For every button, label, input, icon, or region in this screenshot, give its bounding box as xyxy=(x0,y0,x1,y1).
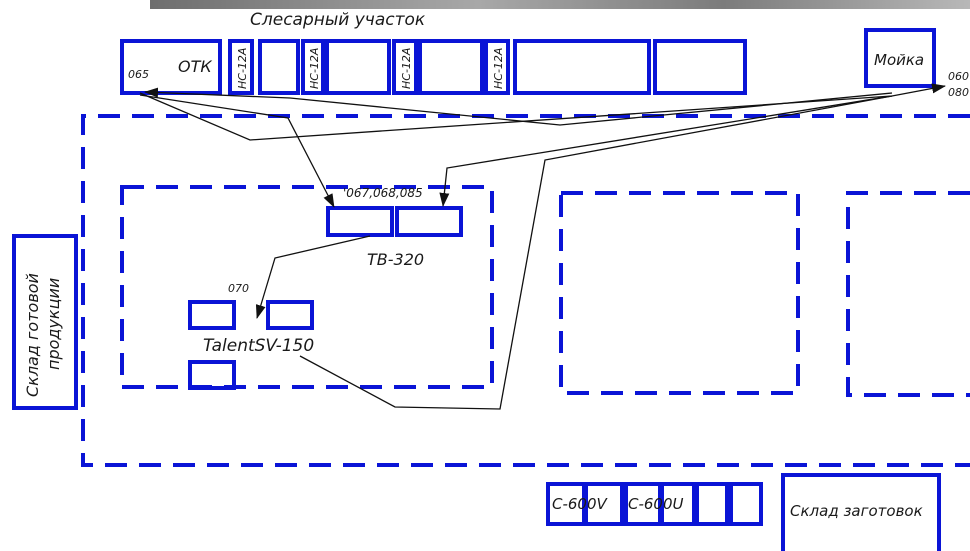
moika-op-label-1: 060 xyxy=(948,70,969,83)
tv320-label: ТВ-320 xyxy=(367,250,424,269)
talent-op-label: 070 xyxy=(228,282,249,295)
bench-box-4 xyxy=(513,39,651,95)
spare-machine-1 xyxy=(695,482,729,526)
finished-goods-box xyxy=(12,234,78,410)
nc-12a-label-4: НС-12А xyxy=(492,48,505,89)
moika-op-label-2: 080 xyxy=(948,86,969,99)
shop-boundary xyxy=(81,114,970,467)
flow-line-talent-to-moika xyxy=(299,95,893,410)
c600u-machine-2 xyxy=(660,482,696,526)
nc-12a-label-1: НС-12А xyxy=(236,48,249,89)
c600v-machine-2 xyxy=(584,482,624,526)
talent-machine-3 xyxy=(188,360,236,390)
empty-area-2 xyxy=(846,191,970,397)
finished-goods-label-2: продукции xyxy=(44,278,63,370)
nc-12a-box-4 xyxy=(484,39,510,95)
spare-machine-2 xyxy=(729,482,763,526)
nc-12a-label-2: НС-12А xyxy=(308,48,321,89)
flow-arrow-tv320-to-talent xyxy=(255,235,371,319)
machining-area xyxy=(120,185,494,389)
tv320-ops-label: '067,068,085 xyxy=(343,186,423,200)
blanks-warehouse-label: Склад заготовок xyxy=(790,502,923,520)
otk-label: ОТК xyxy=(178,57,212,76)
nc-12a-label-3: НС-12А xyxy=(400,48,413,89)
moika-label: Мойка xyxy=(874,51,924,69)
talent-machine-2 xyxy=(266,300,314,330)
empty-area-1 xyxy=(559,191,800,395)
photo-strip xyxy=(150,0,970,9)
moika-box xyxy=(864,28,936,88)
tv320-machine-1 xyxy=(326,206,394,237)
nc-12a-box-3 xyxy=(392,39,418,95)
blanks-warehouse-box xyxy=(781,473,941,551)
flow-arrow-otk-to-moika xyxy=(139,83,946,141)
flow-arrow-moika-to-tv320 xyxy=(439,95,893,207)
flow-arrow-moika-to-otk xyxy=(144,87,893,126)
talent-machine-1 xyxy=(188,300,236,330)
tv320-machine-2 xyxy=(395,206,463,237)
bench-box-5 xyxy=(653,39,747,95)
nc-12a-box-2 xyxy=(301,39,325,95)
talent-label: TalentSV-150 xyxy=(203,336,314,356)
top-area-title: Слесарный участок xyxy=(250,10,426,30)
otk-op-label: 065 xyxy=(128,68,149,81)
finished-goods-label-1: Склад готовой xyxy=(23,273,42,397)
c600u-label: С-600U xyxy=(628,495,684,513)
flow-arrow-otk-to-tv320 xyxy=(139,94,335,208)
bench-box-1 xyxy=(258,39,300,95)
bench-box-2 xyxy=(325,39,391,95)
c600v-label: С-600V xyxy=(552,495,609,513)
bench-box-3 xyxy=(418,39,484,95)
nc-12a-box-1 xyxy=(228,39,254,95)
